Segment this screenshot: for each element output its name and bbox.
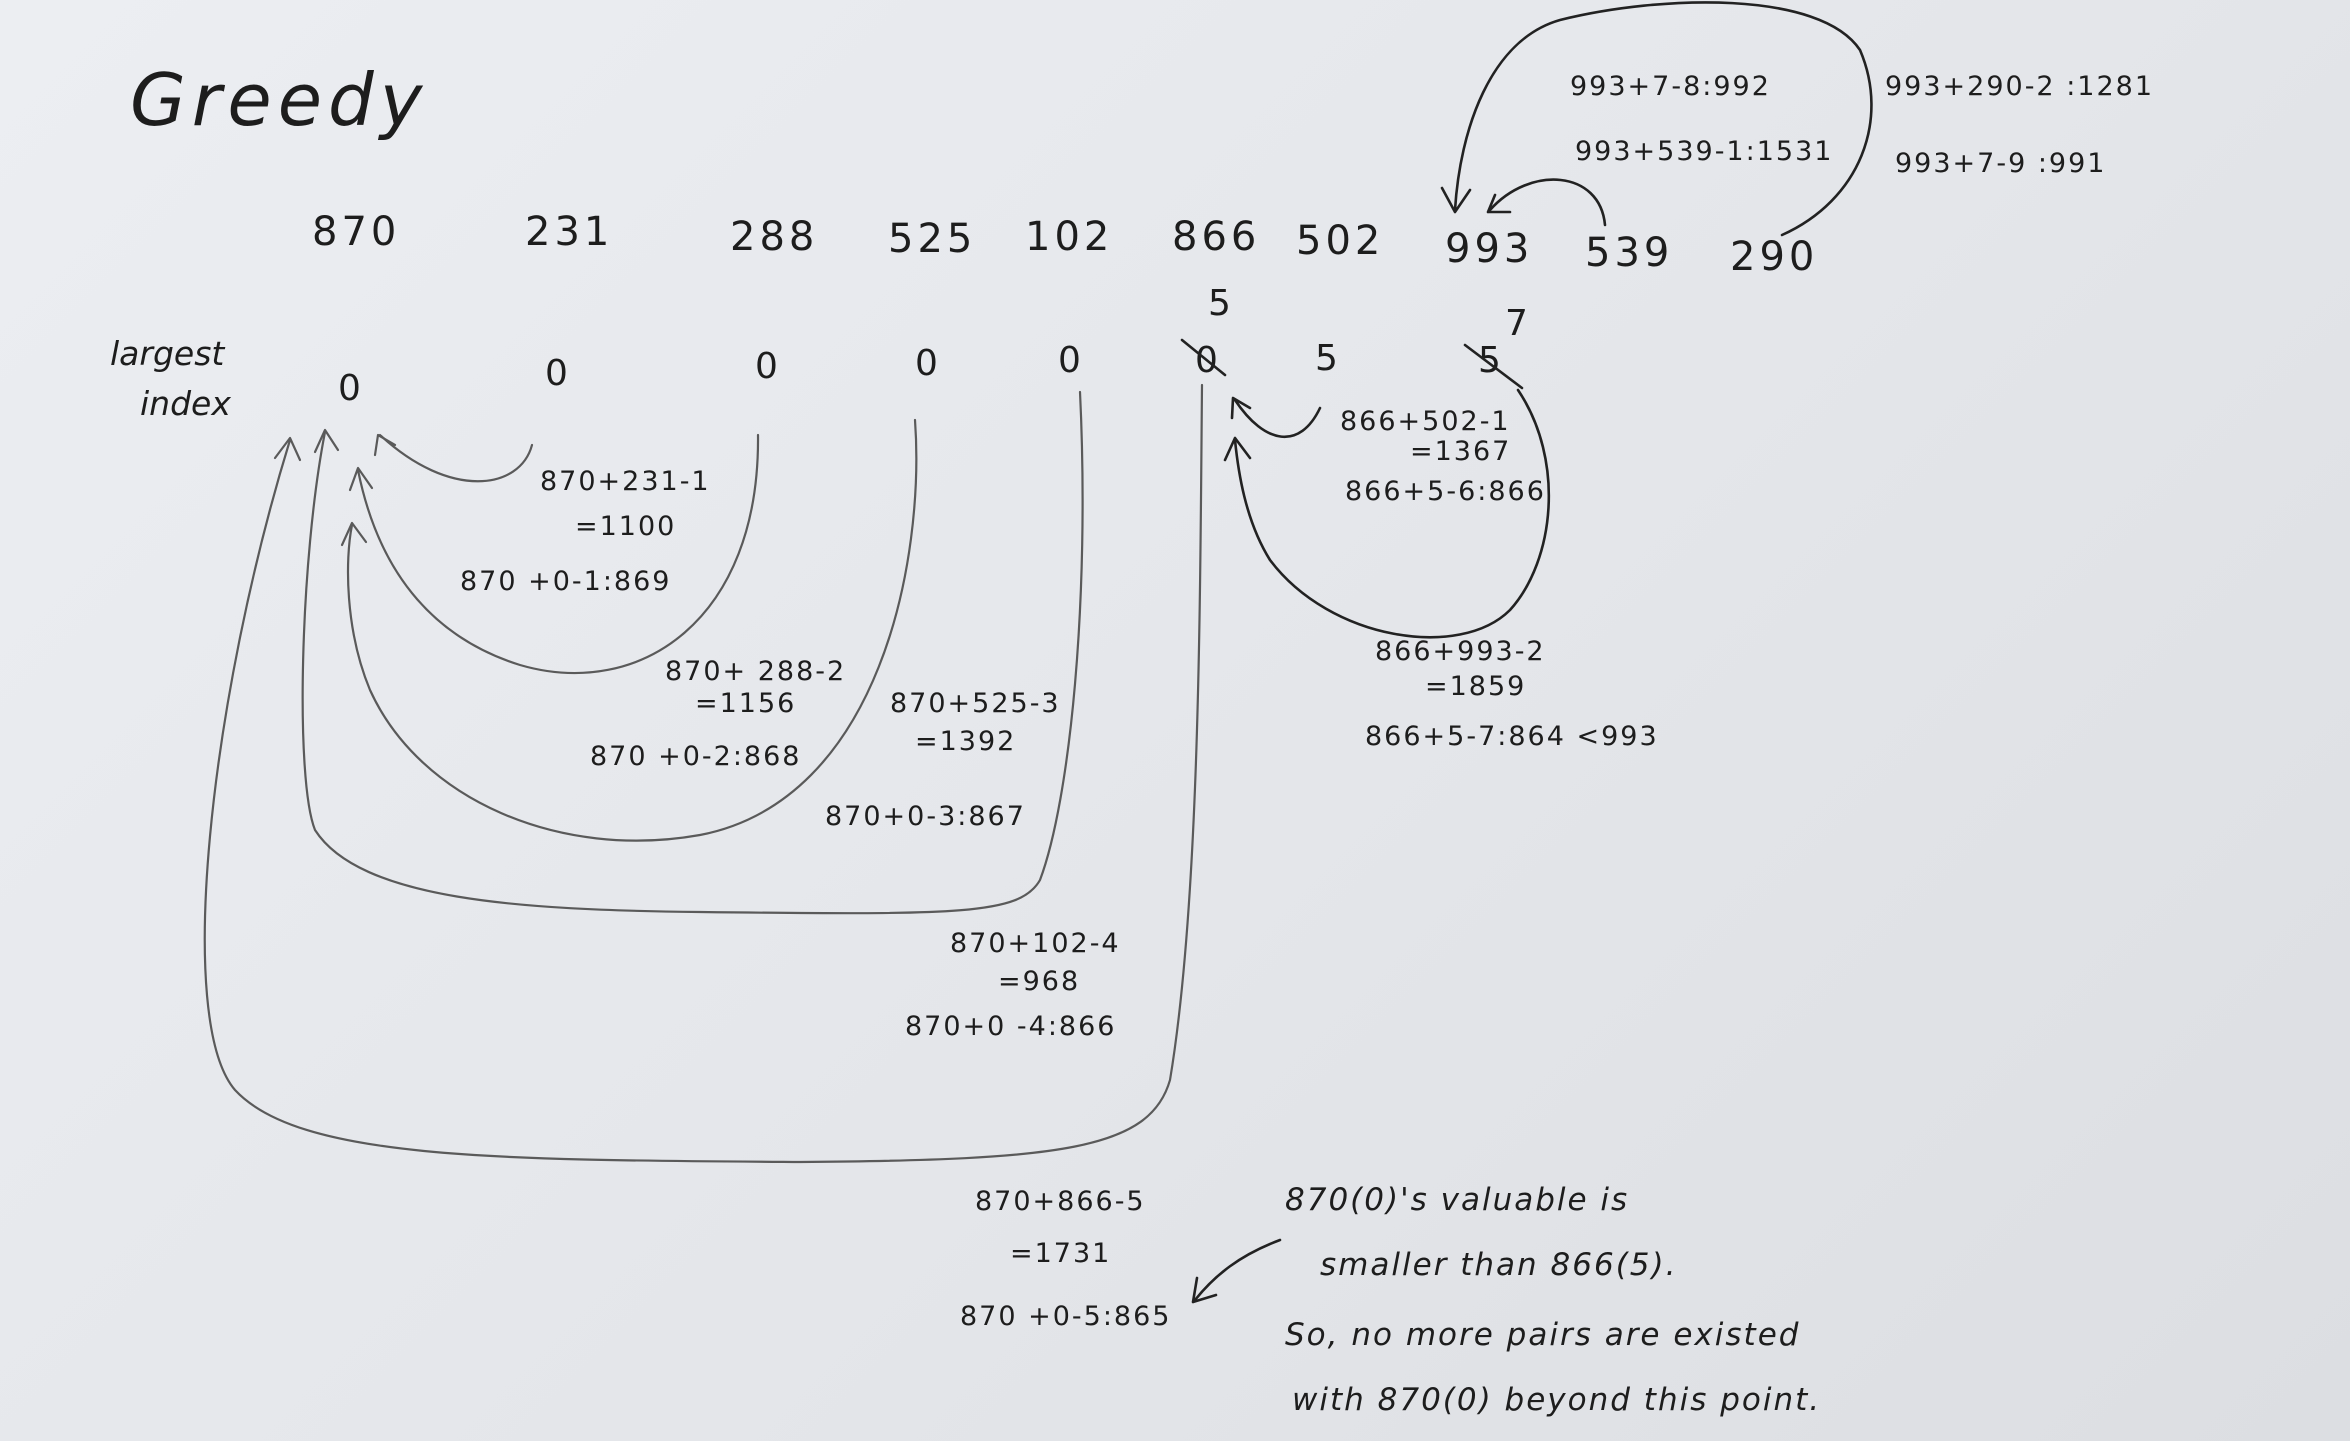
index-update-866: 5 — [1208, 283, 1231, 324]
strike-993-index — [1463, 343, 1524, 390]
arrow-993-to-866 — [1233, 388, 1551, 639]
calc-866-val: 870 +0-5:865 — [960, 1301, 1171, 1332]
calc-502-expr: 866+502-1 — [1340, 406, 1511, 437]
arrowhead-231 — [373, 433, 397, 457]
index-502: 5 — [1315, 338, 1338, 379]
note-pointer-arrowhead — [1191, 1276, 1218, 1304]
index-231: 0 — [545, 353, 568, 394]
note-line3: So, no more pairs are existed — [1285, 1317, 1800, 1353]
side-label-line1: largest — [110, 334, 225, 373]
arrows-866 — [1223, 388, 1551, 639]
note-line2: smaller than 866(5). — [1320, 1247, 1677, 1283]
calc-290-expr: 993+7-8:992 — [1570, 71, 1771, 102]
note-line1: 870(0)'s valuable is — [1285, 1182, 1629, 1218]
arrowhead-502 — [1230, 396, 1252, 420]
arrows-870 — [203, 383, 1204, 1164]
calc-290-val: 993+7-9 :991 — [1895, 148, 2106, 179]
calc-288-expr: 870+ 288-2 — [665, 656, 846, 687]
index-102: 0 — [1058, 340, 1081, 381]
number-502: 502 — [1296, 218, 1384, 264]
number-870: 870 — [312, 209, 400, 255]
calc-993-expr: 866+993-2 — [1375, 636, 1546, 667]
calc-288-sum: =1156 — [695, 688, 796, 719]
arrow-866-to-870 — [203, 383, 1204, 1164]
index-993: 5 — [1478, 340, 1501, 381]
number-993: 993 — [1445, 226, 1533, 272]
arrow-502-to-866 — [1233, 398, 1322, 438]
arrow-290-to-993 — [1453, 1, 1873, 237]
conclusion-note: 870(0)'s valuable is smaller than 866(5)… — [1285, 1182, 1821, 1418]
index-update-993: 7 — [1505, 303, 1528, 344]
calc-525-sum: =1392 — [915, 726, 1016, 757]
number-525: 525 — [888, 216, 976, 262]
calculations: 870+231-1 =1100 870 +0-1:869 870+ 288-2 … — [460, 71, 2154, 1332]
side-label-line2: index — [140, 384, 231, 423]
calc-231-expr: 870+231-1 — [540, 466, 711, 497]
calc-231-sum: =1100 — [575, 511, 676, 542]
index-525: 0 — [915, 343, 938, 384]
calc-290-sum: 993+290-2 :1281 — [1885, 71, 2154, 102]
note-line4: with 870(0) beyond this point. — [1292, 1382, 1821, 1418]
number-290: 290 — [1730, 234, 1818, 280]
arrowhead-102 — [313, 428, 340, 454]
arrowhead-525 — [340, 521, 368, 547]
number-539: 539 — [1585, 230, 1673, 276]
arrow-102-to-870 — [301, 390, 1084, 915]
calc-539-expr: 993+539-1:1531 — [1575, 136, 1833, 167]
calc-502-val: 866+5-6:866 — [1345, 476, 1546, 507]
title: Greedy — [130, 58, 428, 142]
strike-866-index — [1180, 338, 1227, 377]
arrowhead-993 — [1223, 436, 1252, 462]
calc-102-expr: 870+102-4 — [950, 928, 1121, 959]
calc-993-sum: =1859 — [1425, 671, 1526, 702]
arrow-539-to-993 — [1488, 178, 1607, 227]
index-870: 0 — [338, 368, 361, 409]
numbers-row: 870 231 288 525 102 866 502 993 539 290 — [312, 209, 1818, 280]
calc-102-sum: =968 — [998, 966, 1080, 997]
arrowhead-290 — [1440, 186, 1472, 214]
arrow-288-to-870 — [356, 433, 760, 675]
calc-525-expr: 870+525-3 — [890, 688, 1061, 719]
arrowhead-539 — [1486, 193, 1512, 214]
calc-288-val: 870 +0-2:868 — [590, 741, 801, 772]
note-pointer-arrow — [1193, 1238, 1282, 1302]
calc-525-val: 870+0-3:867 — [825, 801, 1026, 832]
arrow-231-to-870 — [378, 433, 534, 483]
number-231: 231 — [525, 209, 613, 255]
calc-993-val: 866+5-7:864 <993 — [1365, 721, 1659, 752]
number-288: 288 — [730, 214, 818, 260]
calc-502-sum: =1367 — [1410, 436, 1511, 467]
arrows-993 — [1440, 1, 1873, 237]
index-288: 0 — [755, 346, 778, 387]
arrowhead-866 — [273, 436, 302, 462]
number-866: 866 — [1172, 214, 1260, 260]
calc-866-expr: 870+866-5 — [975, 1186, 1146, 1217]
calc-866-sum: =1731 — [1010, 1238, 1111, 1269]
arrow-525-to-870 — [346, 418, 918, 842]
index-row: 0 0 0 0 0 0 5 5 5 7 — [338, 283, 1528, 409]
arrowhead-288 — [348, 466, 374, 492]
calc-102-val: 870+0 -4:866 — [905, 1011, 1116, 1042]
calc-231-val: 870 +0-1:869 — [460, 566, 671, 597]
number-102: 102 — [1025, 214, 1113, 260]
